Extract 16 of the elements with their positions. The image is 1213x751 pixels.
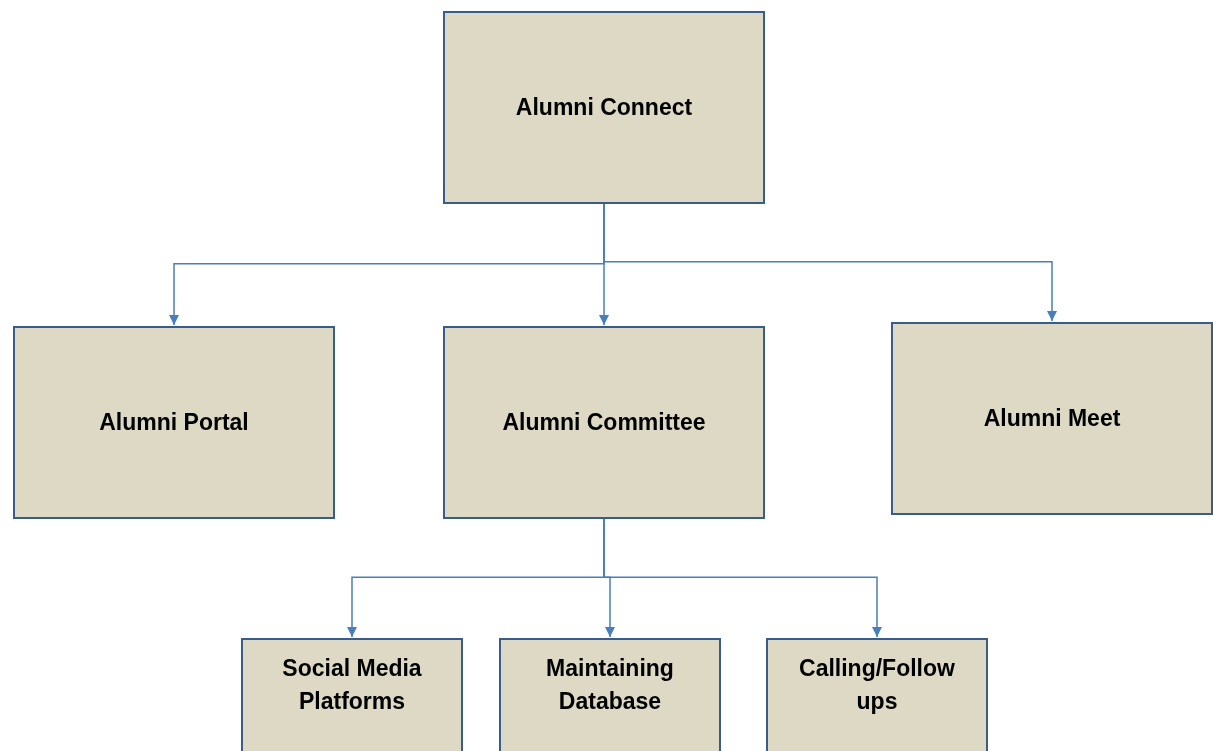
box-label: Social Media Platforms: [281, 654, 423, 717]
box-label: Maintaining Database: [545, 654, 675, 717]
box-label: Alumni Committee: [502, 407, 706, 437]
process-box: [499, 638, 721, 751]
box-label: Alumni Portal: [99, 407, 249, 437]
process-box: [766, 638, 988, 751]
process-box: [13, 326, 335, 519]
box-label: Calling/Follow ups: [798, 654, 956, 717]
process-box: [241, 638, 463, 751]
connector-arrow: [603, 518, 882, 638]
box-label: Alumni Meet: [983, 403, 1121, 433]
box-label: Alumni Connect: [515, 92, 693, 122]
process-box: [443, 326, 765, 519]
process-box: [443, 11, 765, 204]
connector-arrow: [603, 203, 1057, 322]
process-box: [891, 322, 1213, 515]
